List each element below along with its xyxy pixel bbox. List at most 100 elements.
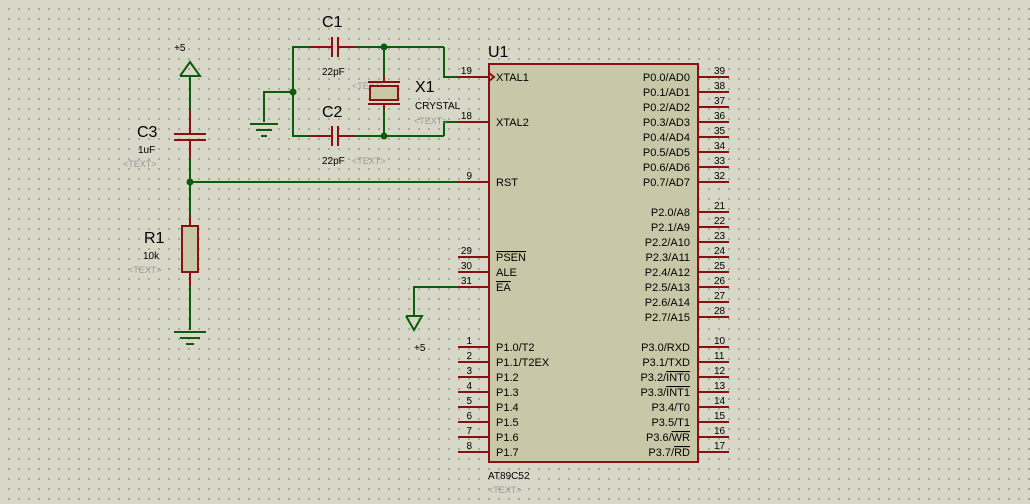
c1-ref: C1 <box>322 14 343 31</box>
wire-ea <box>413 286 480 316</box>
pin-number: 5 <box>466 396 472 407</box>
x1-ref: X1 <box>415 79 435 96</box>
pin-number: 2 <box>466 351 472 362</box>
wire-xtal2 <box>443 121 478 136</box>
x1-text-placeholder: <TEXT> <box>414 116 448 126</box>
pin-number: 19 <box>461 66 473 77</box>
pin-number: 13 <box>714 381 726 392</box>
chip-u1-body[interactable] <box>488 63 699 463</box>
pin-label: P0.4/AD4 <box>643 132 690 144</box>
pin-number: 34 <box>714 141 726 152</box>
u1-text-placeholder: <TEXT> <box>488 485 522 495</box>
ground-caps[interactable] <box>250 123 278 137</box>
pin-number: 33 <box>714 156 726 167</box>
pin-number: 36 <box>714 111 726 122</box>
capacitor-c1[interactable]: C1 22pF <TEXT> <box>310 14 386 91</box>
pin-label: EA <box>496 282 511 294</box>
pin-label: P3.7/RD <box>648 447 690 459</box>
junction-dot <box>380 132 388 140</box>
pin-number: 17 <box>714 441 726 452</box>
pin-p1-5[interactable]: 6P1.5 <box>458 411 519 429</box>
r1-value: 10k <box>143 251 160 262</box>
pin-label: P2.6/A14 <box>645 297 690 309</box>
pin-label: ALE <box>496 267 517 279</box>
pin-number: 14 <box>714 396 726 407</box>
pin-label: P3.2/INT0 <box>640 372 690 384</box>
vcc-ea[interactable]: +5 <box>405 315 426 354</box>
pin-p1-4[interactable]: 5P1.4 <box>458 396 519 414</box>
pin-number: 23 <box>714 231 726 242</box>
chip-u1[interactable]: U1 AT89C52 <TEXT> 19XTAL118XTAL29RST29PS… <box>458 44 729 495</box>
pin-number: 38 <box>714 81 726 92</box>
pin-number: 8 <box>466 441 472 452</box>
ground-r1[interactable] <box>174 331 206 345</box>
vcc-top[interactable]: +5 <box>174 43 202 82</box>
pin-label: P2.3/A11 <box>646 252 690 264</box>
capacitor-c3[interactable]: C3 1uF <TEXT> <box>123 110 206 169</box>
pin-p1-6[interactable]: 7P1.6 <box>458 426 519 444</box>
pin-p1-7[interactable]: 8P1.7 <box>458 441 519 459</box>
c3-text-placeholder: <TEXT> <box>123 159 157 169</box>
capacitor-c2[interactable]: C2 22pF <TEXT> <box>310 104 386 167</box>
clock-input-icon <box>488 72 496 82</box>
pin-p1-2[interactable]: 3P1.2 <box>458 366 519 384</box>
r1-ref: R1 <box>144 230 165 247</box>
pin-number: 35 <box>714 126 726 137</box>
junction-dot <box>186 178 194 186</box>
pin-label: P3.1/TXD <box>642 357 690 369</box>
pin-number: 1 <box>466 336 472 347</box>
c1-text-placeholder: <TEXT> <box>352 81 386 91</box>
pin-label: P2.2/A10 <box>645 237 690 249</box>
resistor-r1[interactable]: R1 10k <TEXT> <box>128 215 199 286</box>
pin-number: 7 <box>466 426 472 437</box>
pin-number: 22 <box>714 216 726 227</box>
x1-value: CRYSTAL <box>415 101 461 112</box>
pin-number: 30 <box>461 261 473 272</box>
pin-p1-3[interactable]: 4P1.3 <box>458 381 519 399</box>
u1-part: AT89C52 <box>488 471 530 482</box>
c3-value: 1uF <box>138 145 155 156</box>
crystal-x1[interactable]: X1 CRYSTAL <TEXT> <box>368 76 461 126</box>
pin-p1-1-t2ex[interactable]: 2P1.1/T2EX <box>458 351 550 369</box>
pin-label: P3.4/T0 <box>651 402 690 414</box>
pin-p1-0-t2[interactable]: 1P1.0/T2 <box>458 336 535 354</box>
pin-label: PSEN <box>496 252 526 264</box>
pin-label: P0.3/AD3 <box>643 117 690 129</box>
vcc-ea-label: +5 <box>414 343 426 354</box>
pin-label: P0.5/AD5 <box>643 147 690 159</box>
pin-label: P3.3/INT1 <box>640 387 690 399</box>
junction-dot <box>380 43 388 51</box>
